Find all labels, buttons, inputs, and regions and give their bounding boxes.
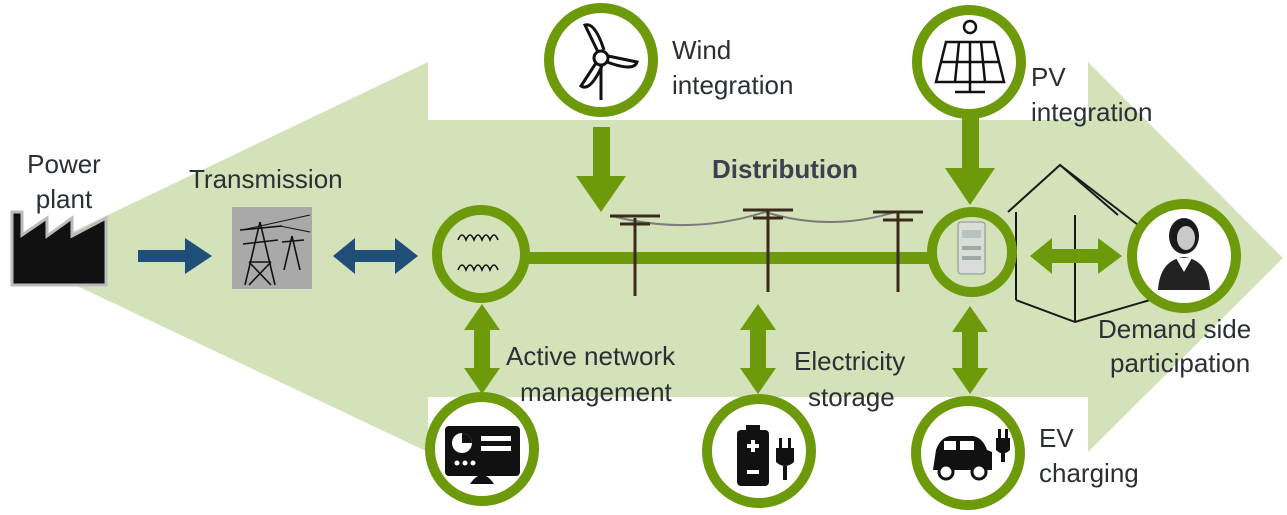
wind-down-arrow — [576, 127, 626, 212]
storage-label-line1: Electricity — [794, 346, 905, 376]
ev-label-line2: charging — [1039, 458, 1139, 488]
power-plant-label-line1: Power — [27, 149, 101, 179]
ev-vertical-arrow — [952, 306, 988, 394]
meter-node — [927, 207, 1017, 297]
distribution-title: Distribution — [712, 154, 858, 184]
wind-turbine-icon — [578, 23, 639, 100]
transformer-coils-icon — [457, 234, 499, 273]
overhead-line-poles — [610, 208, 923, 296]
storage-label-line2: storage — [808, 382, 895, 412]
smart-meter-icon — [957, 221, 986, 275]
transmission-label: Transmission — [189, 164, 343, 194]
wind-node — [544, 3, 658, 117]
active-network-vertical-arrow — [464, 304, 500, 394]
demand-label-line1: Demand side — [1098, 314, 1251, 344]
electric-car-icon — [933, 429, 1010, 481]
person-icon — [1158, 218, 1210, 290]
active-network-node — [425, 392, 539, 506]
pv-label-line2: integration — [1031, 97, 1152, 127]
demand-label-line2: participation — [1110, 348, 1250, 378]
substation-node — [432, 205, 530, 303]
wind-label-line1: Wind — [672, 35, 731, 65]
storage-node — [702, 394, 816, 508]
pv-node — [912, 5, 1026, 119]
storage-vertical-arrow — [740, 304, 776, 394]
active-network-label-line1: Active network — [506, 341, 676, 371]
pv-label-line1: PV — [1031, 62, 1066, 92]
ev-node — [911, 396, 1025, 510]
factory-icon — [10, 210, 108, 287]
battery-plug-icon — [737, 425, 794, 486]
active-network-label-line2: management — [520, 377, 673, 407]
transmission-tower-icon — [232, 207, 312, 289]
power-plant-label-line2: plant — [36, 184, 93, 214]
transmission-to-substation-arrow — [333, 238, 418, 274]
wind-label-line2: integration — [672, 70, 793, 100]
pv-down-arrow — [945, 118, 995, 205]
demand-node — [1127, 199, 1241, 313]
solar-panel-icon — [934, 19, 1006, 94]
dashboard-icon — [445, 426, 520, 484]
plant-to-transmission-arrow — [138, 238, 212, 274]
ev-label-line1: EV — [1039, 423, 1074, 453]
meter-demand-arrow — [1030, 238, 1122, 274]
